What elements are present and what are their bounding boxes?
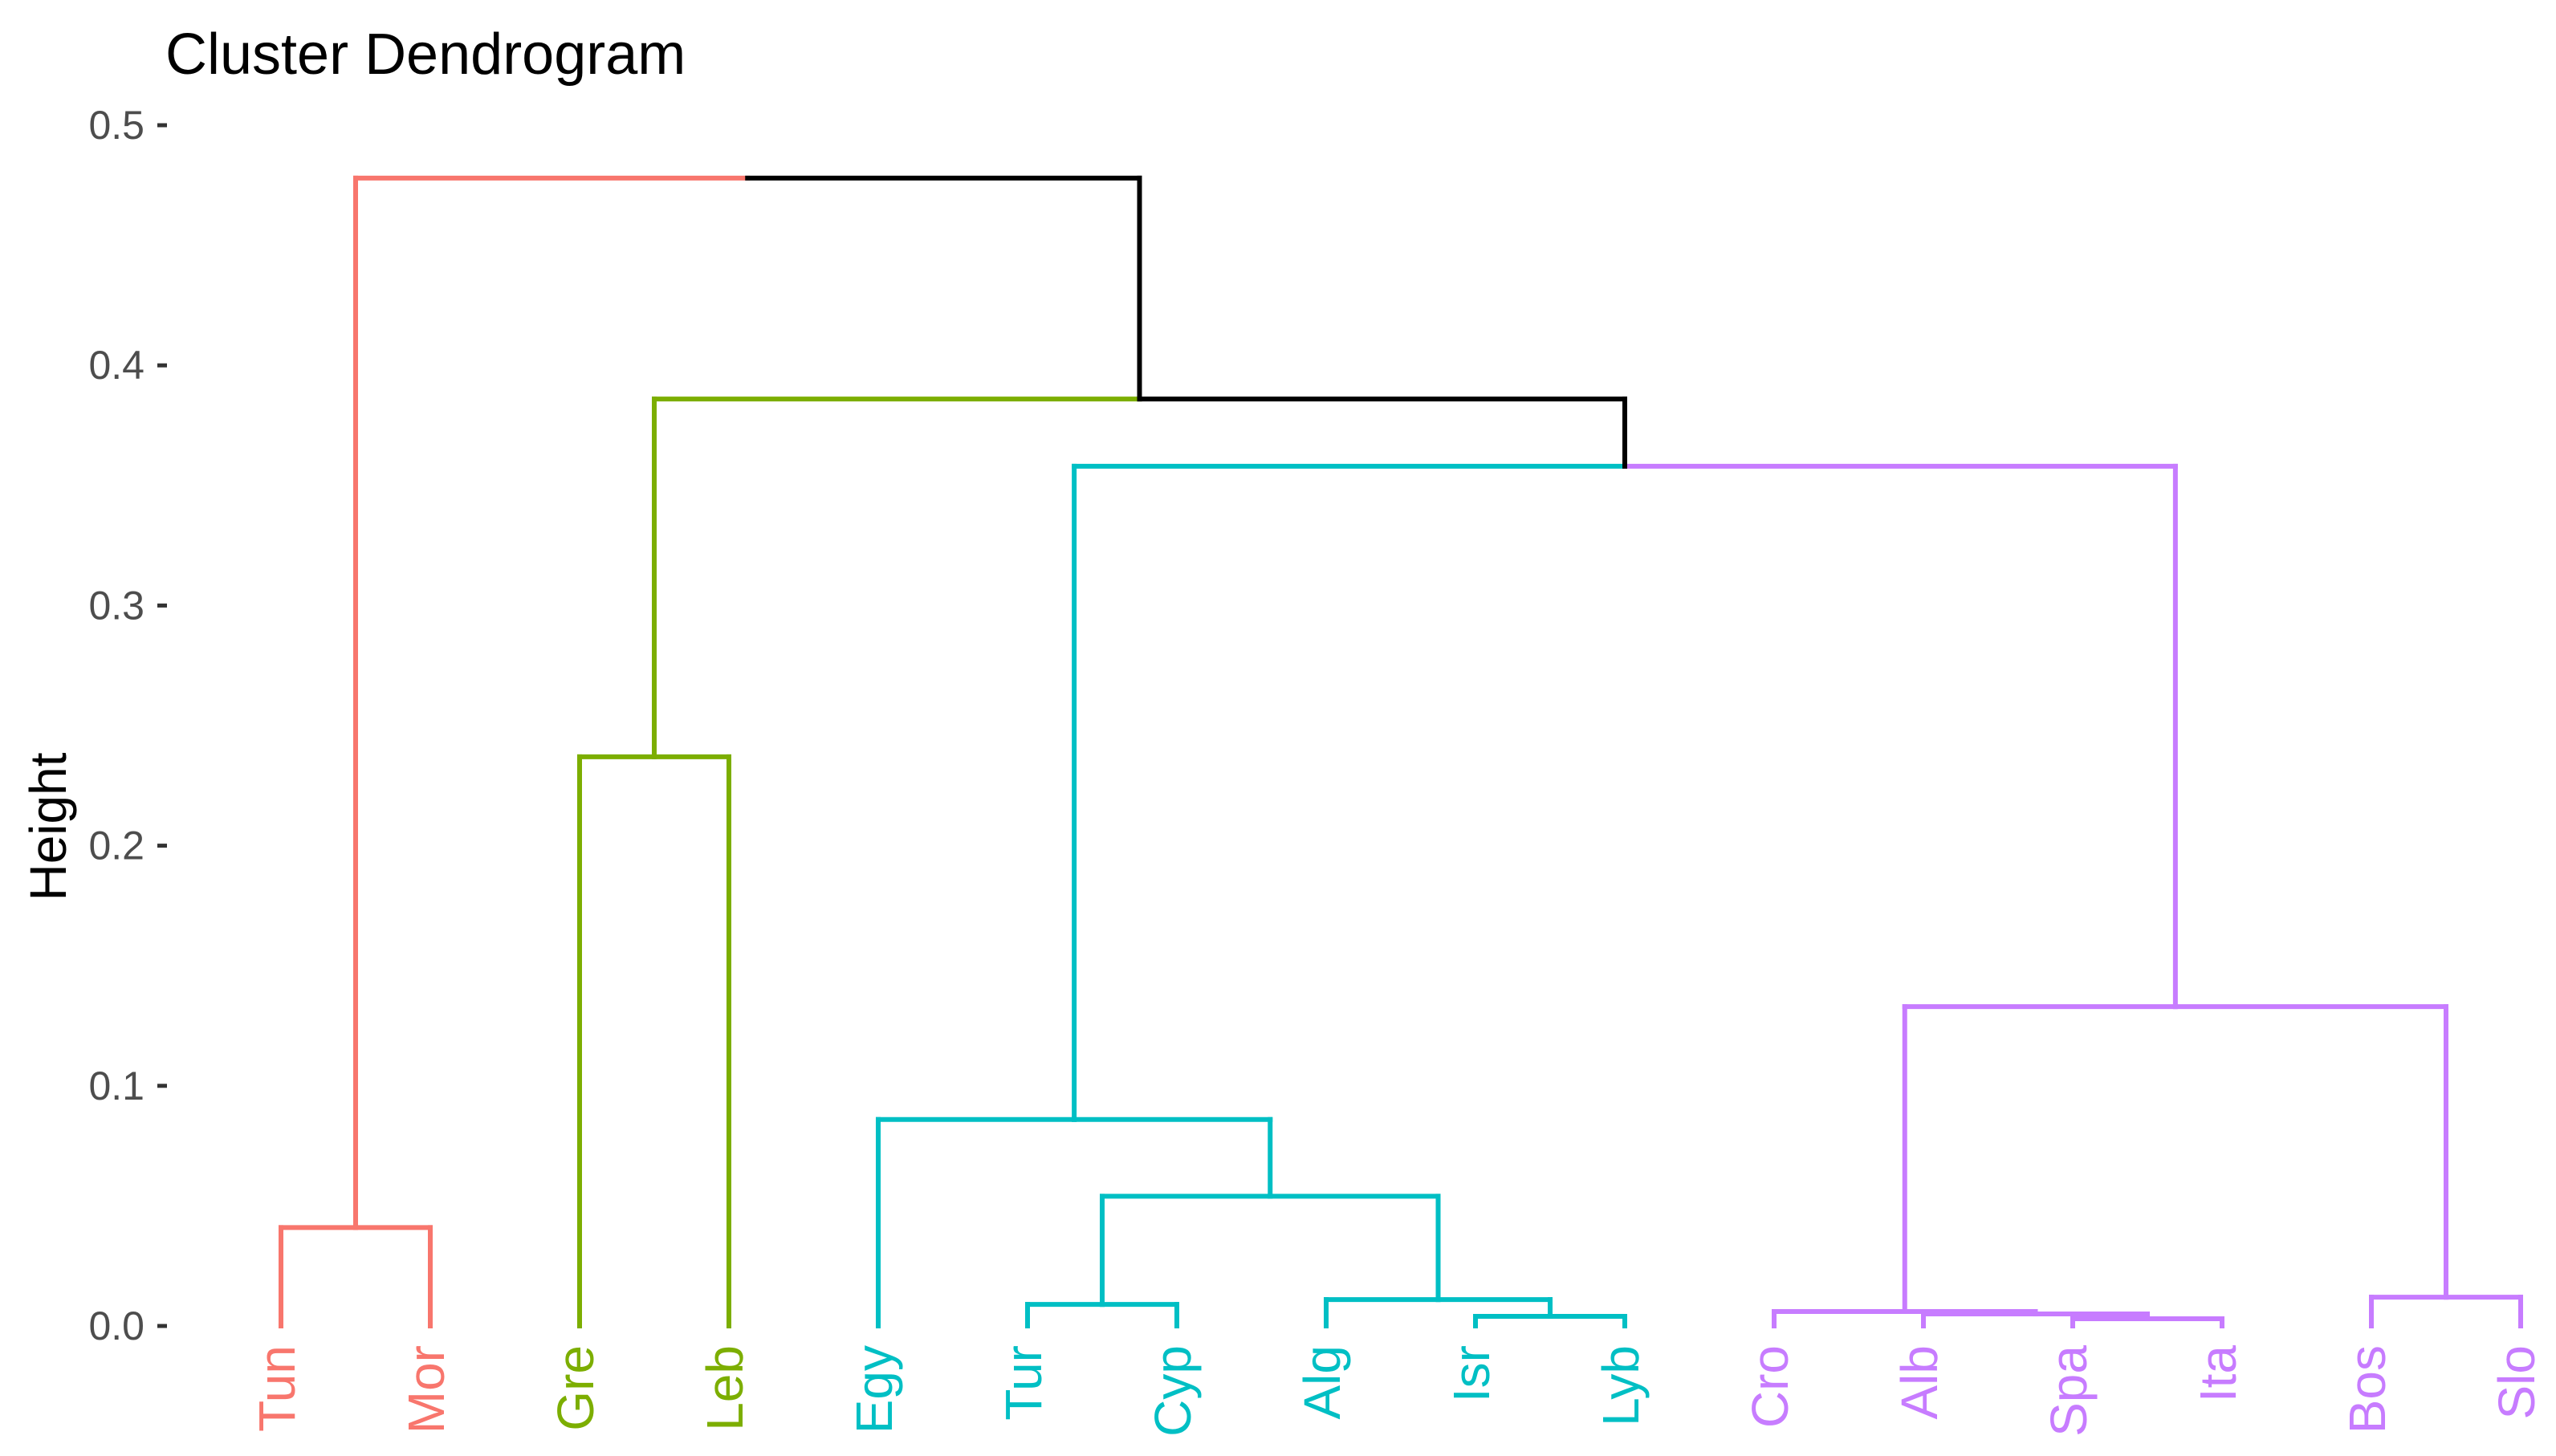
leaf-label-gre: Gre: [547, 1345, 604, 1431]
leaf-label-tur: Tur: [995, 1345, 1052, 1421]
y-tick-label: 0.4: [88, 343, 144, 388]
leaf-label-leb: Leb: [696, 1345, 754, 1431]
y-tick-label: 0.3: [88, 583, 144, 628]
leaf-labels: Tun Mor Gre Leb Egy Tur Cyp Alg Isr Lyb Cro Alb Spa I…: [248, 1345, 2546, 1437]
leaf-label-egy: Egy: [845, 1345, 903, 1434]
leaf-label-alb: Alb: [1891, 1345, 1948, 1420]
dendrogram-branches: [279, 175, 2523, 1328]
y-axis-title: Height: [19, 752, 77, 901]
leaf-label-tun: Tun: [248, 1345, 306, 1432]
y-tick-label: 0.0: [88, 1303, 144, 1348]
y-axis: 0.0 0.1 0.2 0.3 0.4 0.5: [88, 103, 167, 1348]
leaf-label-lyb: Lyb: [1592, 1345, 1650, 1426]
leaf-label-alg: Alg: [1293, 1345, 1351, 1420]
leaf-label-ita: Ita: [2189, 1345, 2247, 1403]
leaf-label-isr: Isr: [1443, 1345, 1500, 1402]
chart-title: Cluster Dendrogram: [165, 22, 686, 87]
leaf-label-spa: Spa: [2040, 1345, 2098, 1437]
y-tick-label: 0.1: [88, 1064, 144, 1108]
y-tick-label: 0.2: [88, 824, 144, 868]
leaf-label-bos: Bos: [2338, 1345, 2396, 1434]
y-tick-label: 0.5: [88, 103, 144, 148]
leaf-label-cyp: Cyp: [1144, 1345, 1202, 1437]
leaf-label-slo: Slo: [2488, 1345, 2546, 1420]
leaf-label-mor: Mor: [397, 1345, 455, 1434]
leaf-label-cro: Cro: [1741, 1345, 1799, 1428]
